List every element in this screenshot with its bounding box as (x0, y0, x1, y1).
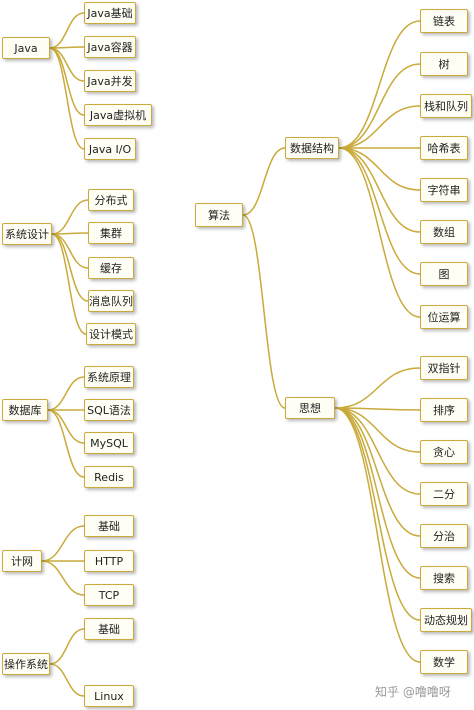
connector-node-thinking-to-node-dynamic-programming (334, 407, 421, 621)
connector-node-data-structures-to-node-linked-list (338, 20, 421, 149)
node-stack-queue[interactable]: 栈和队列 (420, 94, 472, 118)
connector-node-system-design-to-node-message-queue (51, 233, 89, 302)
node-os-basics[interactable]: 基础 (84, 618, 134, 640)
connector-node-thinking-to-node-two-pointers (334, 367, 421, 409)
node-cache[interactable]: 缓存 (88, 257, 134, 279)
connector-node-os-to-node-os-basics (49, 628, 85, 665)
node-cluster[interactable]: 集群 (88, 222, 134, 244)
node-math[interactable]: 数学 (420, 650, 468, 674)
node-java-jvm[interactable]: Java虚拟机 (84, 104, 152, 126)
node-redis[interactable]: Redis (84, 466, 134, 488)
node-distributed[interactable]: 分布式 (88, 189, 134, 211)
connector-node-java-to-node-java-io (49, 47, 85, 150)
watermark: 知乎 @噜噜呀 (375, 685, 451, 699)
connector-node-algorithm-to-node-data-structures (242, 147, 286, 216)
connector-node-algorithm-to-node-thinking (242, 214, 286, 409)
node-hash-table[interactable]: 哈希表 (420, 136, 468, 160)
node-binary-search[interactable]: 二分 (420, 482, 468, 506)
node-java-io[interactable]: Java I/O (84, 138, 136, 160)
connector-node-java-to-node-java-basics (49, 12, 85, 49)
connector-node-network-to-node-tcp (41, 560, 85, 596)
node-os[interactable]: 操作系统 (2, 653, 50, 675)
node-algorithm[interactable]: 算法 (195, 203, 243, 227)
node-graph[interactable]: 图 (420, 262, 468, 286)
node-http[interactable]: HTTP (84, 550, 134, 572)
connector-node-data-structures-to-node-graph (338, 147, 421, 275)
node-tree[interactable]: 树 (420, 52, 468, 76)
connector-node-data-structures-to-node-bit-ops (338, 147, 421, 318)
node-dynamic-programming[interactable]: 动态规划 (420, 608, 472, 632)
connector-node-system-design-to-node-design-patterns (51, 233, 87, 335)
node-data-structures[interactable]: 数据结构 (285, 137, 339, 159)
connector-node-thinking-to-node-divide-conquer (334, 407, 421, 537)
connector-node-system-design-to-node-distributed (51, 199, 89, 235)
connector-node-thinking-to-node-binary-search (334, 407, 421, 495)
node-java-basics[interactable]: Java基础 (84, 2, 136, 24)
connector-node-thinking-to-node-math (334, 407, 421, 663)
node-two-pointers[interactable]: 双指针 (420, 356, 468, 380)
node-linked-list[interactable]: 链表 (420, 9, 468, 33)
connector-node-java-to-node-java-jvm (49, 47, 85, 116)
node-divide-conquer[interactable]: 分治 (420, 524, 468, 548)
node-bit-ops[interactable]: 位运算 (420, 305, 468, 329)
connector-node-database-to-node-mysql (47, 409, 85, 444)
node-network[interactable]: 计网 (2, 550, 42, 572)
connector-node-data-structures-to-node-stack-queue (338, 105, 421, 149)
node-search[interactable]: 搜索 (420, 566, 468, 590)
node-mysql[interactable]: MySQL (84, 432, 134, 454)
node-java-containers[interactable]: Java容器 (84, 36, 136, 58)
connector-node-database-to-node-system-principles (47, 376, 85, 411)
node-database[interactable]: 数据库 (2, 399, 48, 421)
node-design-patterns[interactable]: 设计模式 (86, 323, 136, 345)
node-message-queue[interactable]: 消息队列 (88, 290, 134, 312)
node-greedy[interactable]: 贪心 (420, 440, 468, 464)
connector-node-java-to-node-java-concurrency (49, 47, 85, 82)
node-sql-syntax[interactable]: SQL语法 (84, 399, 134, 421)
connector-node-data-structures-to-node-tree (338, 63, 421, 149)
node-system-design[interactable]: 系统设计 (2, 223, 52, 245)
node-string[interactable]: 字符串 (420, 178, 468, 202)
connector-node-thinking-to-node-greedy (334, 407, 421, 453)
node-tcp[interactable]: TCP (84, 584, 134, 606)
connector-node-data-structures-to-node-array (338, 147, 421, 233)
node-thinking[interactable]: 思想 (285, 397, 335, 419)
node-linux[interactable]: Linux (84, 685, 134, 707)
node-array[interactable]: 数组 (420, 220, 468, 244)
connector-node-os-to-node-linux (49, 663, 85, 697)
node-java[interactable]: Java (2, 37, 50, 59)
node-java-concurrency[interactable]: Java并发 (84, 70, 136, 92)
connector-node-thinking-to-node-sorting (334, 407, 421, 411)
connector-node-thinking-to-node-search (334, 407, 421, 579)
node-sorting[interactable]: 排序 (420, 398, 468, 422)
connector-node-network-to-node-network-basics (41, 525, 85, 562)
node-network-basics[interactable]: 基础 (84, 515, 134, 537)
connector-node-data-structures-to-node-string (338, 147, 421, 191)
connector-node-database-to-node-redis (47, 409, 85, 478)
node-system-principles[interactable]: 系统原理 (84, 366, 134, 388)
